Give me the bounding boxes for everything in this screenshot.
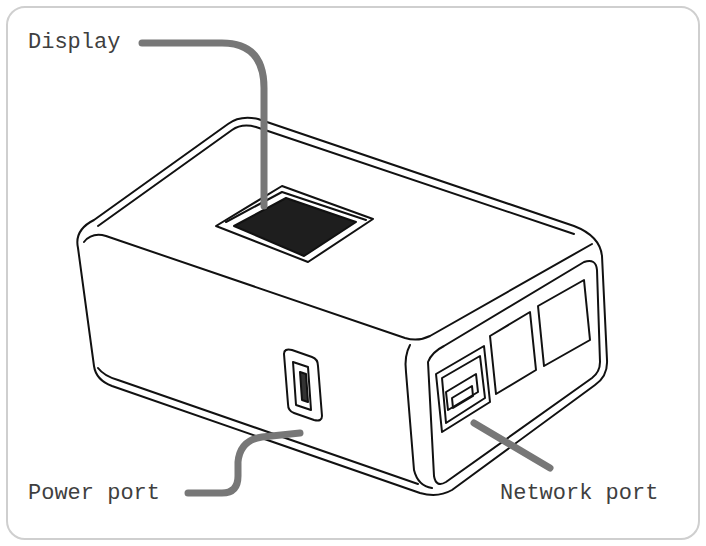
leader-line <box>474 423 550 468</box>
frame <box>7 7 699 539</box>
leader-line <box>188 433 300 493</box>
leader-lines <box>142 43 550 493</box>
leader-line <box>142 43 264 206</box>
part-label: Power port <box>28 481 160 507</box>
part-label: Network port <box>500 481 658 507</box>
part-label: Display <box>28 30 120 56</box>
device-body <box>77 118 607 495</box>
